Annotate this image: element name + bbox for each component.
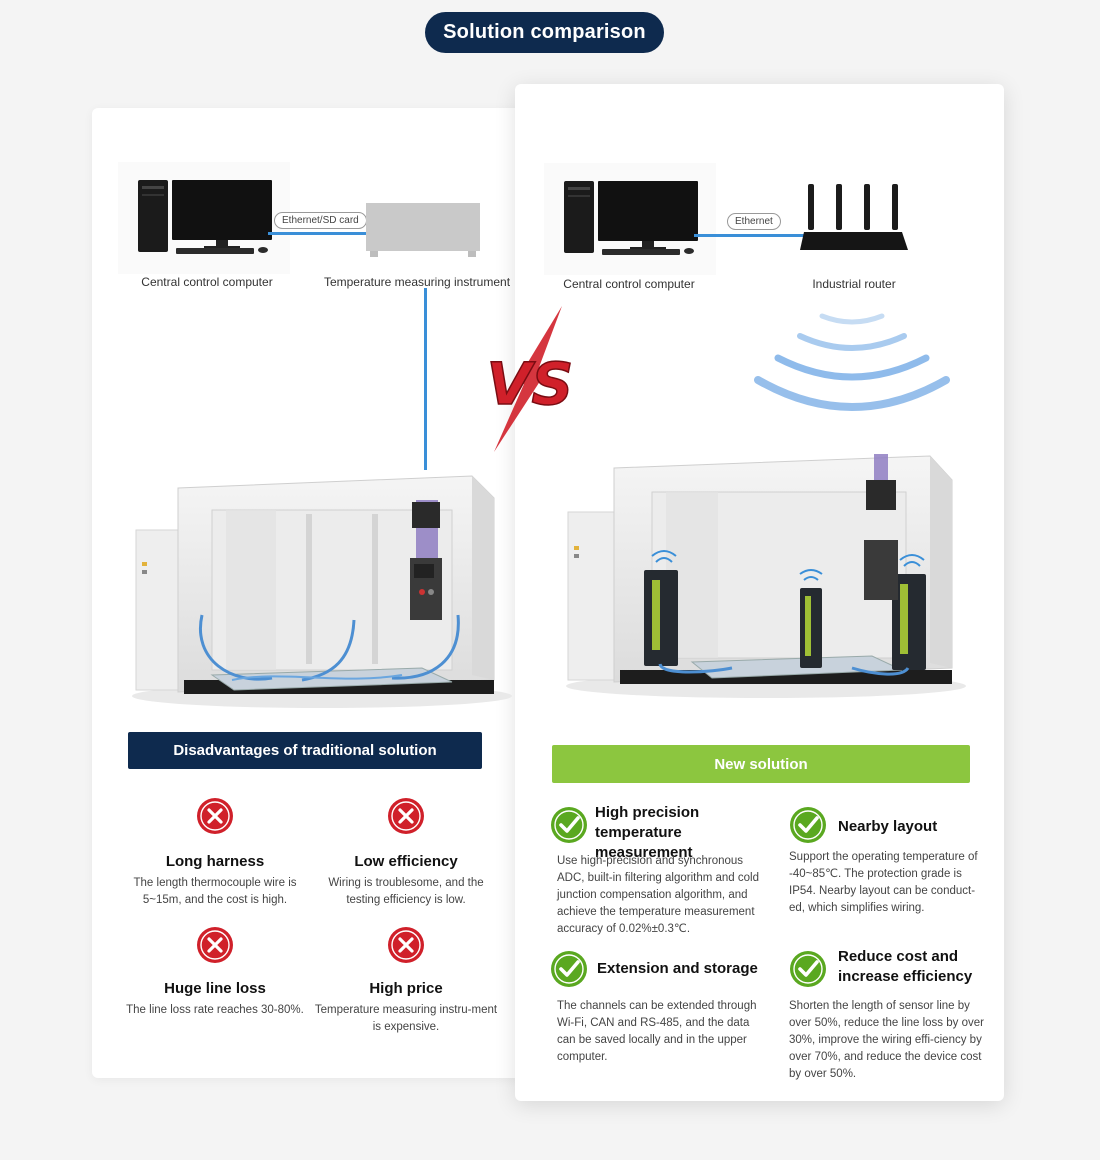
disadvantages-banner: Disadvantages of traditional solution — [128, 732, 482, 769]
central-computer-label: Central control computer — [563, 277, 695, 291]
advantage-desc: Use high-precision and synchronous ADC, … — [557, 855, 759, 935]
page-title: Solution comparison — [425, 12, 664, 53]
disadvantage-item: Huge line loss The line loss rate reache… — [120, 926, 310, 1019]
cross-icon — [197, 927, 233, 963]
check-icon — [790, 807, 826, 843]
instrument-icon — [366, 203, 480, 257]
new-solution-banner: New solution — [552, 745, 970, 783]
advantage-title: Extension and storage — [597, 960, 758, 977]
cross-icon — [388, 798, 424, 834]
computer-icon — [544, 163, 716, 275]
cable-label: Ethernet/SD card — [274, 212, 367, 229]
disadvantage-desc: The length thermocouple wire is 5~15m, a… — [133, 877, 297, 906]
disadvantage-title: High price — [369, 980, 443, 997]
disadvantage-title: Long harness — [165, 853, 265, 870]
ethernet-cable — [268, 232, 368, 235]
disadvantage-title: Low efficiency — [354, 853, 458, 870]
disadvantage-item: Low efficiency Wiring is troublesome, an… — [311, 797, 501, 909]
disadvantage-desc: The line loss rate reaches 30-80%. — [126, 1004, 304, 1016]
cross-icon — [388, 927, 424, 963]
disadvantage-item: High price Temperature measuring instru-… — [311, 926, 501, 1036]
disadvantage-item: Long harness The length thermocouple wir… — [120, 797, 310, 909]
advantage-title: Reduce cost and increase efficiency — [838, 948, 973, 985]
router-icon — [800, 184, 908, 250]
advantage-desc: Support the operating temperature of -40… — [789, 851, 978, 914]
computer-icon — [118, 162, 290, 274]
cable-label: Ethernet — [727, 213, 781, 230]
central-computer-label: Central control computer — [141, 275, 273, 289]
ethernet-cable — [694, 234, 806, 237]
check-icon — [551, 807, 587, 843]
long-harness-cable — [424, 288, 427, 470]
advantage-title: Nearby layout — [838, 818, 938, 835]
test-chamber-traditional-illustration — [132, 475, 512, 708]
vs-emblem: VS — [486, 306, 574, 452]
wifi-signal-icon — [754, 313, 950, 411]
test-chamber-new-illustration — [566, 454, 966, 698]
disadvantage-desc: Wiring is troublesome, and the testing e… — [328, 877, 484, 906]
disadvantage-title: Huge line loss — [164, 980, 266, 997]
vs-text: VS — [487, 350, 574, 418]
router-label: Industrial router — [812, 277, 896, 291]
advantage-desc: The channels can be extended through Wi-… — [557, 1000, 757, 1063]
advantage-desc: Shorten the length of sensor line by ove… — [789, 1000, 984, 1080]
check-icon — [551, 951, 587, 987]
check-icon — [790, 951, 826, 987]
instrument-label: Temperature measuring instrument — [323, 275, 511, 289]
disadvantage-desc: Temperature measuring instru-ment is exp… — [314, 1004, 498, 1033]
advantage-title: High precision temperature measurement — [595, 804, 700, 861]
cross-icon — [197, 798, 233, 834]
